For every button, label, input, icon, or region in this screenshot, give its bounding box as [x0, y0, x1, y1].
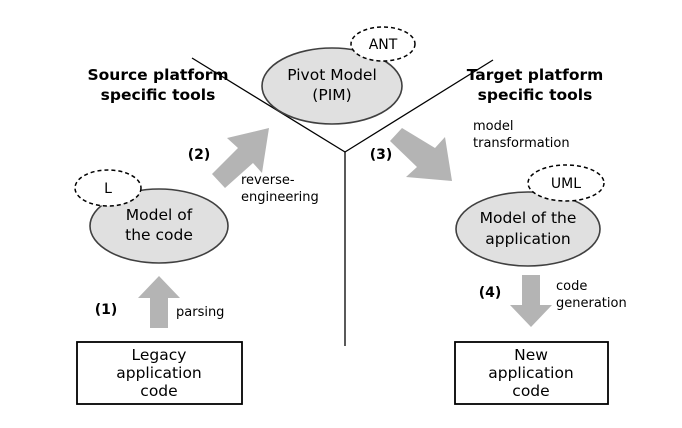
step-2-label-line1: reverse-: [241, 173, 295, 188]
app-model-tag-label: UML: [551, 176, 581, 192]
step-4-label-line1: code: [556, 279, 587, 294]
code-model-label-line2: the code: [125, 226, 193, 244]
step-2-number: (2): [188, 147, 211, 163]
source-heading-line2: specific tools: [101, 86, 216, 104]
arrow-code-generation: [510, 275, 552, 327]
pivot-model-label-line2: (PIM): [312, 86, 351, 104]
legacy-code-label-line1: Legacy: [132, 346, 187, 364]
app-model-label-line1: Model of the: [480, 209, 577, 227]
new-code-box: New application code: [454, 341, 609, 405]
new-code-label-line3: code: [512, 382, 549, 400]
new-code-label-line1: New: [514, 346, 548, 364]
code-model-label-line1: Model of: [126, 206, 193, 224]
step-4-number: (4): [479, 285, 502, 301]
legacy-code-box: Legacy application code: [76, 341, 243, 405]
pivot-model-label-line1: Pivot Model: [287, 66, 377, 84]
step-4-label-line2: generation: [556, 296, 627, 311]
target-heading-line1: Target platform: [467, 66, 604, 84]
arrow-reverse-engineering: [212, 128, 269, 188]
divider-left: [191, 57, 346, 153]
step-3-label-line1: model: [473, 119, 513, 134]
legacy-code-label-line2: application: [116, 364, 202, 382]
step-1-label: parsing: [176, 305, 224, 320]
step-3-label-line2: transformation: [473, 136, 570, 151]
step-3-number: (3): [370, 147, 393, 163]
source-heading-line1: Source platform: [87, 66, 228, 84]
divider-right: [344, 59, 494, 153]
app-model-label-line2: application: [485, 230, 571, 248]
app-model-tag: UML: [527, 164, 605, 202]
step-2-label-line2: engineering: [241, 190, 319, 205]
arrow-model-transformation: [390, 128, 452, 181]
arrow-parsing: [138, 276, 180, 328]
target-heading-line2: specific tools: [478, 86, 593, 104]
legacy-code-label-line3: code: [140, 382, 177, 400]
new-code-label-line2: application: [488, 364, 574, 382]
code-model-node: Model of the code: [89, 188, 229, 264]
code-model-tag: L: [74, 169, 142, 207]
app-model-node: Model of the application: [455, 191, 601, 267]
pivot-tag: ANT: [350, 26, 416, 62]
code-model-tag-label: L: [104, 181, 112, 197]
pivot-tag-label: ANT: [369, 37, 398, 53]
pivot-model-node: Pivot Model (PIM): [261, 47, 403, 125]
step-1-number: (1): [95, 302, 118, 318]
